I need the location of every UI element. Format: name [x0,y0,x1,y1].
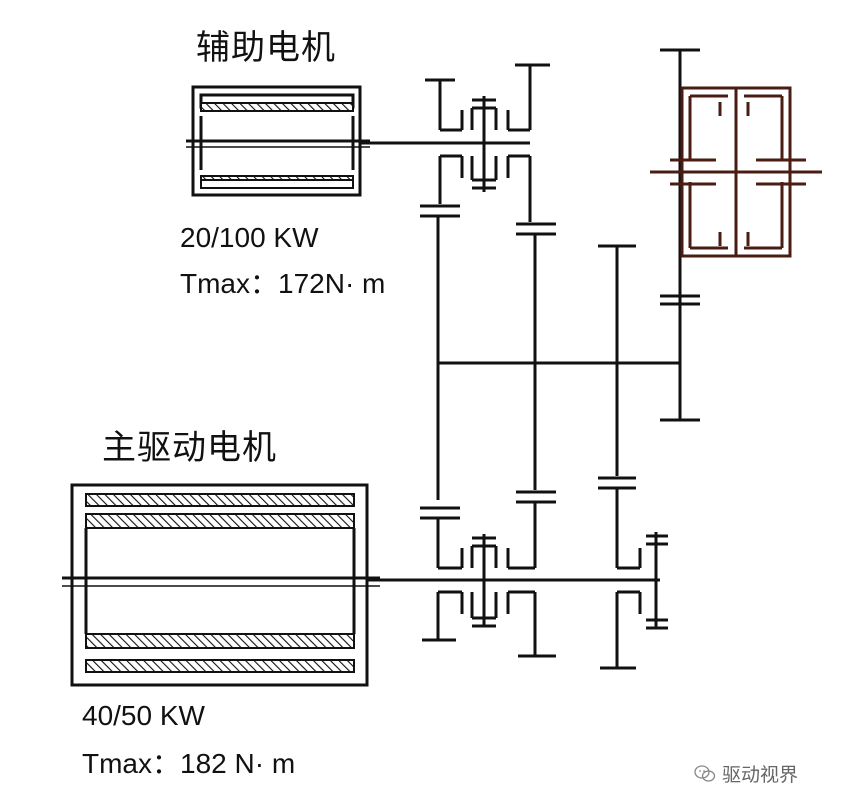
main-motor-torque: Tmax：182 N· m [82,748,296,779]
main-motor-power: 40/50 KW [82,700,205,731]
watermark: 驱动视界 [694,760,798,787]
lower-gear-cluster [422,488,668,670]
aux-motor [186,85,370,197]
aux-motor-torque: Tmax：172N· m [180,268,386,299]
aux-motor-power: 20/100 KW [180,222,319,253]
main-motor [62,483,380,687]
upper-gear-cluster [425,63,550,222]
main-motor-title: 主驱动电机 [102,428,277,468]
differential [650,86,822,258]
main-motor-housing [70,483,369,687]
wechat-icon [694,764,716,782]
aux-motor-title: 辅助电机 [196,28,336,68]
watermark-text: 驱动视界 [722,764,799,786]
